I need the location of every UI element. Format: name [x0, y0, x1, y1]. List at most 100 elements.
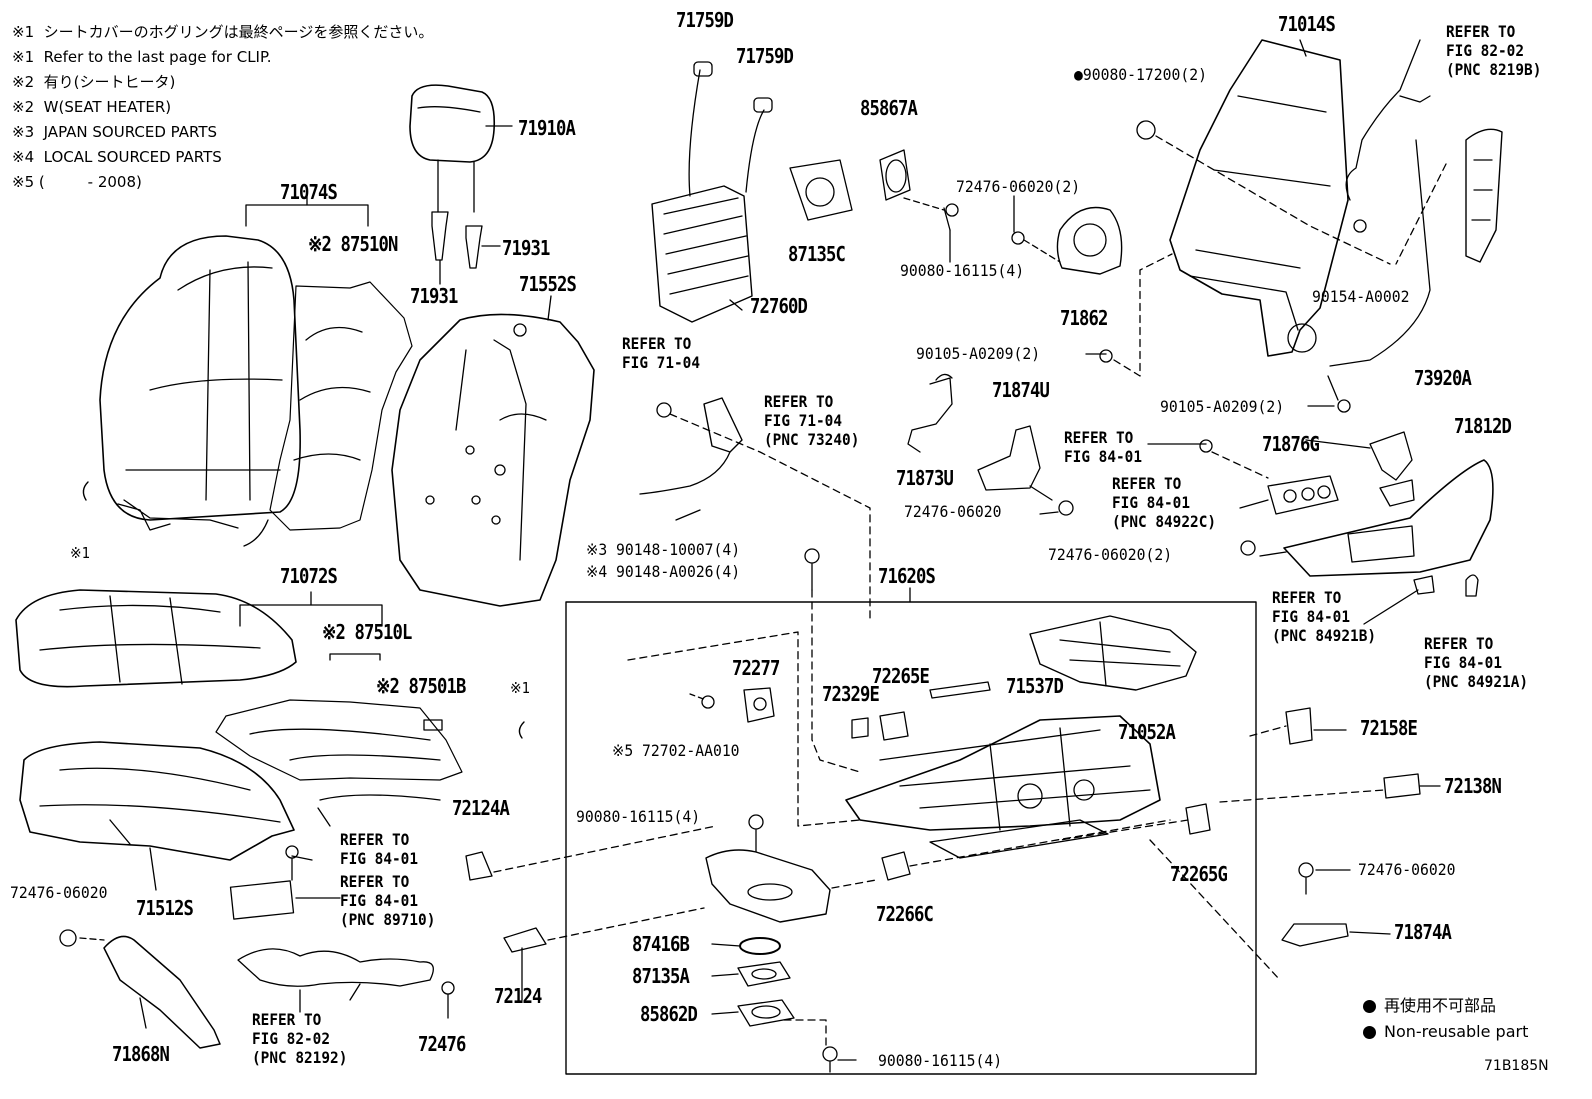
cover-pan — [705, 849, 877, 923]
part-label[interactable]: ※5 72702-AA010 — [612, 741, 740, 760]
bolt-90154 — [1353, 219, 1367, 233]
part-label[interactable]: 85867A — [860, 96, 918, 120]
part-label[interactable]: 71812D — [1454, 414, 1512, 438]
part-label[interactable]: 87135A — [632, 964, 690, 988]
part-label[interactable]: 72265E — [872, 664, 930, 688]
part-label[interactable]: 71931 — [410, 284, 458, 308]
part-label[interactable]: 71537D — [1006, 674, 1064, 698]
part-label[interactable]: ※2 87510N — [308, 232, 398, 256]
blower-71862 — [945, 203, 1123, 275]
note-6: ※4 LOCAL SOURCED PARTS — [12, 148, 222, 166]
bolt-90080-16115-c — [822, 1046, 838, 1073]
part-label[interactable]: 71759D — [676, 8, 734, 32]
part-label[interactable]: 71620S — [878, 564, 936, 588]
part-label[interactable]: 72476 — [418, 1032, 466, 1056]
part-label[interactable]: 71014S — [1278, 12, 1336, 36]
part-label[interactable]: 90080-16115(4) — [878, 1051, 1003, 1070]
knob-84921B — [1413, 575, 1435, 595]
part-label[interactable]: 71876G — [1262, 432, 1320, 456]
seat-adjuster-71620S — [845, 715, 1161, 859]
part-label[interactable]: 72124 — [494, 984, 542, 1008]
clip-note-mark: ※1 — [70, 544, 90, 562]
part-label[interactable]: 87416B — [632, 932, 690, 956]
part-label[interactable]: 71072S — [280, 564, 338, 588]
part-label[interactable]: 90105-A0209(2) — [1160, 397, 1285, 416]
notes-block: ※1 シートカバーのホグリングは最終ページを参照ください。 ※1 Refer t… — [12, 20, 433, 195]
legend-en: Non-reusable part — [1384, 1022, 1529, 1041]
part-label[interactable]: 90080-16115(4) — [900, 261, 1025, 280]
bolt-90105-b — [1327, 375, 1351, 413]
bracket-71873U — [907, 373, 953, 453]
part-label[interactable]: ●90080-17200(2) — [1074, 65, 1207, 84]
part-label[interactable]: 72158E — [1360, 716, 1418, 740]
part-label[interactable]: 72265G — [1170, 862, 1228, 886]
part-label[interactable]: 73920A — [1414, 366, 1472, 390]
part-label[interactable]: 71873U — [896, 466, 954, 490]
part-label[interactable]: ※3 90148-10007(4) — [586, 540, 741, 559]
part-label[interactable]: 72476-06020 — [10, 883, 108, 902]
part-label[interactable]: 71052A — [1118, 720, 1176, 744]
part-label[interactable]: 71931 — [502, 236, 550, 260]
part-label[interactable]: 72124A — [452, 796, 510, 820]
part-label[interactable]: ※2 87510L — [322, 620, 412, 644]
seat-exploded-view — [15, 39, 1503, 1075]
clip-note-mark: ※1 — [510, 679, 530, 697]
harness-73920A — [1329, 39, 1431, 367]
part-label[interactable]: 71862 — [1060, 306, 1108, 330]
actuator-87135A — [737, 961, 791, 987]
seatback-cover-71074S — [99, 191, 369, 531]
part-label[interactable]: 71874A — [1394, 920, 1452, 944]
part-label[interactable]: 85862D — [640, 1002, 698, 1026]
leader-lines — [291, 195, 1441, 1061]
note-1: ※1 シートカバーのホグリングは最終ページを参照ください。 — [12, 23, 434, 41]
part-label[interactable]: 71074S — [280, 180, 338, 204]
headrest-guide-71931 — [431, 211, 501, 285]
note-5: ※3 JAPAN SOURCED PARTS — [12, 123, 218, 141]
part-label[interactable]: 72266C — [876, 902, 934, 926]
bracket-72124 — [503, 907, 705, 953]
part-label[interactable]: 71512S — [136, 896, 194, 920]
part-label[interactable]: 72138N — [1444, 774, 1502, 798]
part-label[interactable]: 71552S — [519, 272, 577, 296]
cap-72329E — [851, 717, 869, 739]
part-label[interactable]: 90105-A0209(2) — [916, 344, 1041, 363]
part-label[interactable]: ※4 90148-A0026(4) — [586, 562, 741, 581]
bracket-71874U — [977, 425, 1074, 516]
part-label[interactable]: 90080-16115(4) — [576, 807, 701, 826]
bolt-72476-a — [441, 981, 455, 1019]
part-label[interactable]: 71874U — [992, 378, 1050, 402]
part-label[interactable]: 72329E — [822, 682, 880, 706]
part-label[interactable]: 72476-06020 — [1358, 860, 1456, 879]
motor-72277 — [743, 687, 775, 723]
part-label[interactable]: 72476-06020(2) — [956, 177, 1081, 196]
part-label[interactable]: 72277 — [732, 656, 780, 680]
parts-diagram: ※1 シートカバーのホグリングは最終ページを参照ください。 ※1 Refer t… — [10, 8, 1549, 1075]
legend-jp: 再使用不可部品 — [1384, 996, 1497, 1015]
part-label[interactable]: 72476-06020(2) — [1048, 545, 1173, 564]
bolt-72476-06020-c — [1298, 862, 1351, 895]
part-label[interactable]: 72760D — [750, 294, 808, 318]
part-label[interactable]: 72476-06020 — [904, 502, 1002, 521]
part-label[interactable]: ※2 87501B — [376, 674, 466, 698]
bracket-72265G — [1059, 803, 1211, 841]
part-label[interactable]: 71868N — [112, 1042, 170, 1066]
part-label[interactable]: 87135C — [788, 242, 846, 266]
part-label[interactable]: 71759D — [736, 44, 794, 68]
note-4: ※2 W(SEAT HEATER) — [12, 98, 172, 116]
part-label[interactable]: 71910A — [518, 116, 576, 140]
connector-87501B — [423, 719, 443, 731]
knob-84921A — [1465, 574, 1479, 597]
part-label[interactable]: 90154-A0002 — [1312, 287, 1410, 306]
buckle-73240 — [639, 397, 871, 621]
bracket-72266C — [881, 819, 1171, 881]
